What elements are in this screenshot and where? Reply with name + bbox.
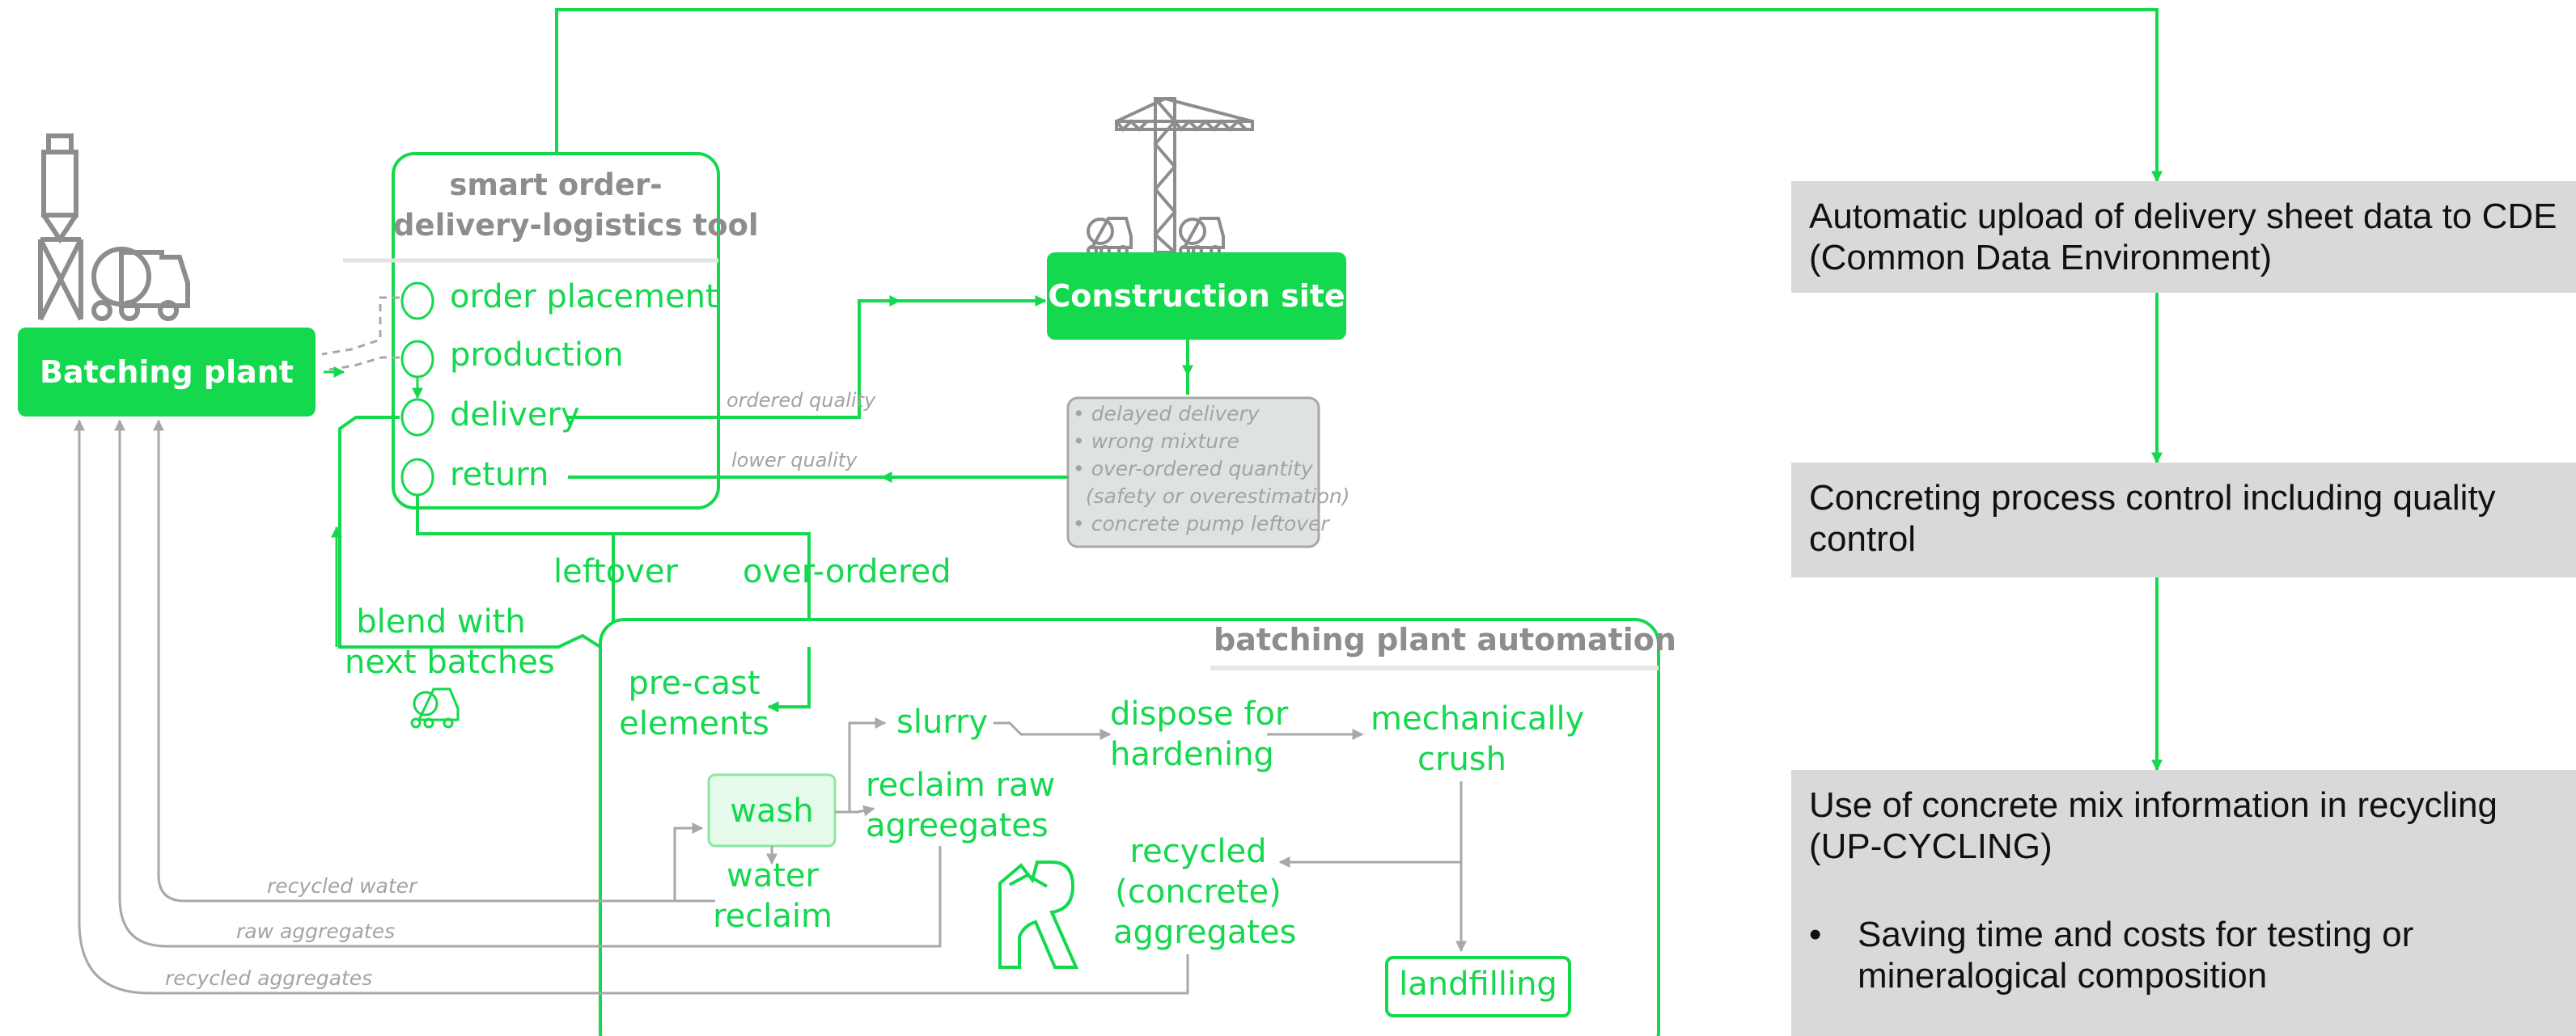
upcycling-bullet: • Saving time and costs for testing or m… [1809, 914, 2558, 996]
truck-icon-left [1087, 217, 1133, 256]
batching-plant-icon [38, 133, 190, 321]
issue-item: (safety or overestimation) [1073, 484, 1350, 508]
precast-line1: pre-cast [628, 665, 761, 702]
blend-label-line2: next batches [345, 644, 555, 681]
crane-icon [1115, 96, 1254, 254]
issue-item: • wrong mixture [1073, 429, 1239, 453]
landfilling-box [1385, 956, 1571, 1017]
dispose-line1: dispose for [1110, 696, 1289, 733]
smart-tool-box [392, 152, 720, 510]
construction-site-label: Construction site [1048, 278, 1345, 314]
automation-title: batching plant automation [1214, 622, 1676, 658]
crush-line1: mechanically [1371, 700, 1585, 738]
truck-icon-right [1179, 217, 1225, 256]
issues-box [1066, 396, 1320, 548]
bullet-symbol: • [1809, 915, 1822, 955]
construction-site-box [1047, 252, 1346, 340]
raw-aggregates-label: raw aggregates [236, 920, 396, 943]
landfilling-label: landfilling [1399, 966, 1557, 1003]
bullet-text: Saving time and costs for testing or min… [1858, 915, 2414, 996]
tool-item-order-placement: order placement [450, 278, 718, 315]
tool-title-line1: smart order- [449, 167, 663, 202]
recycled-water-label: recycled water [267, 874, 417, 898]
lower-quality-label: lower quality [731, 449, 858, 471]
issue-item: • concrete pump leftover [1073, 512, 1329, 535]
blend-label-line1: blend with [356, 603, 526, 641]
recycled-aggregates-label: recycled aggregates [165, 966, 373, 990]
reclaim-raw-line1: reclaim raw [866, 767, 1056, 804]
precast-line2: elements [619, 705, 769, 742]
batching-plant-label: Batching plant [40, 354, 294, 390]
upcycling-box: Use of concrete mix information in recyc… [1791, 770, 2576, 1036]
ordered-quality-label: ordered quality [727, 389, 876, 412]
cde-upload-box: Automatic upload of delivery sheet data … [1791, 181, 2576, 293]
recycling-icon [998, 861, 1079, 969]
leftover-label: leftover [553, 553, 678, 590]
reclaim-raw-line2: agreegates [866, 807, 1049, 844]
tool-item-return: return [450, 456, 549, 493]
over-ordered-label: over-ordered [743, 553, 951, 590]
issue-item: • delayed delivery [1073, 402, 1260, 425]
recycled-line1: recycled [1129, 833, 1267, 870]
process-control-text: Concreting process control including qua… [1809, 478, 2496, 560]
slurry-label: slurry [896, 704, 989, 741]
tool-item-production: production [450, 336, 624, 374]
wash-label: wash [730, 793, 814, 830]
recycled-line3: aggregates [1113, 914, 1297, 951]
water-reclaim-line2: reclaim [713, 898, 833, 935]
crush-line2: crush [1417, 741, 1506, 778]
tool-title-line2: delivery-logistics tool [393, 208, 759, 243]
issue-item: • over-ordered quantity [1073, 457, 1313, 480]
process-control-box: Concreting process control including qua… [1791, 463, 2576, 577]
tool-item-delivery: delivery [450, 396, 580, 433]
dispose-line2: hardening [1110, 736, 1274, 773]
water-reclaim-line1: water [727, 857, 819, 894]
cde-upload-text: Automatic upload of delivery sheet data … [1809, 197, 2557, 278]
recycled-line2: (concrete) [1115, 873, 1282, 911]
batching-plant-box [18, 328, 316, 417]
blend-truck-icon [410, 687, 460, 729]
upcycling-text: Use of concrete mix information in recyc… [1809, 785, 2498, 867]
